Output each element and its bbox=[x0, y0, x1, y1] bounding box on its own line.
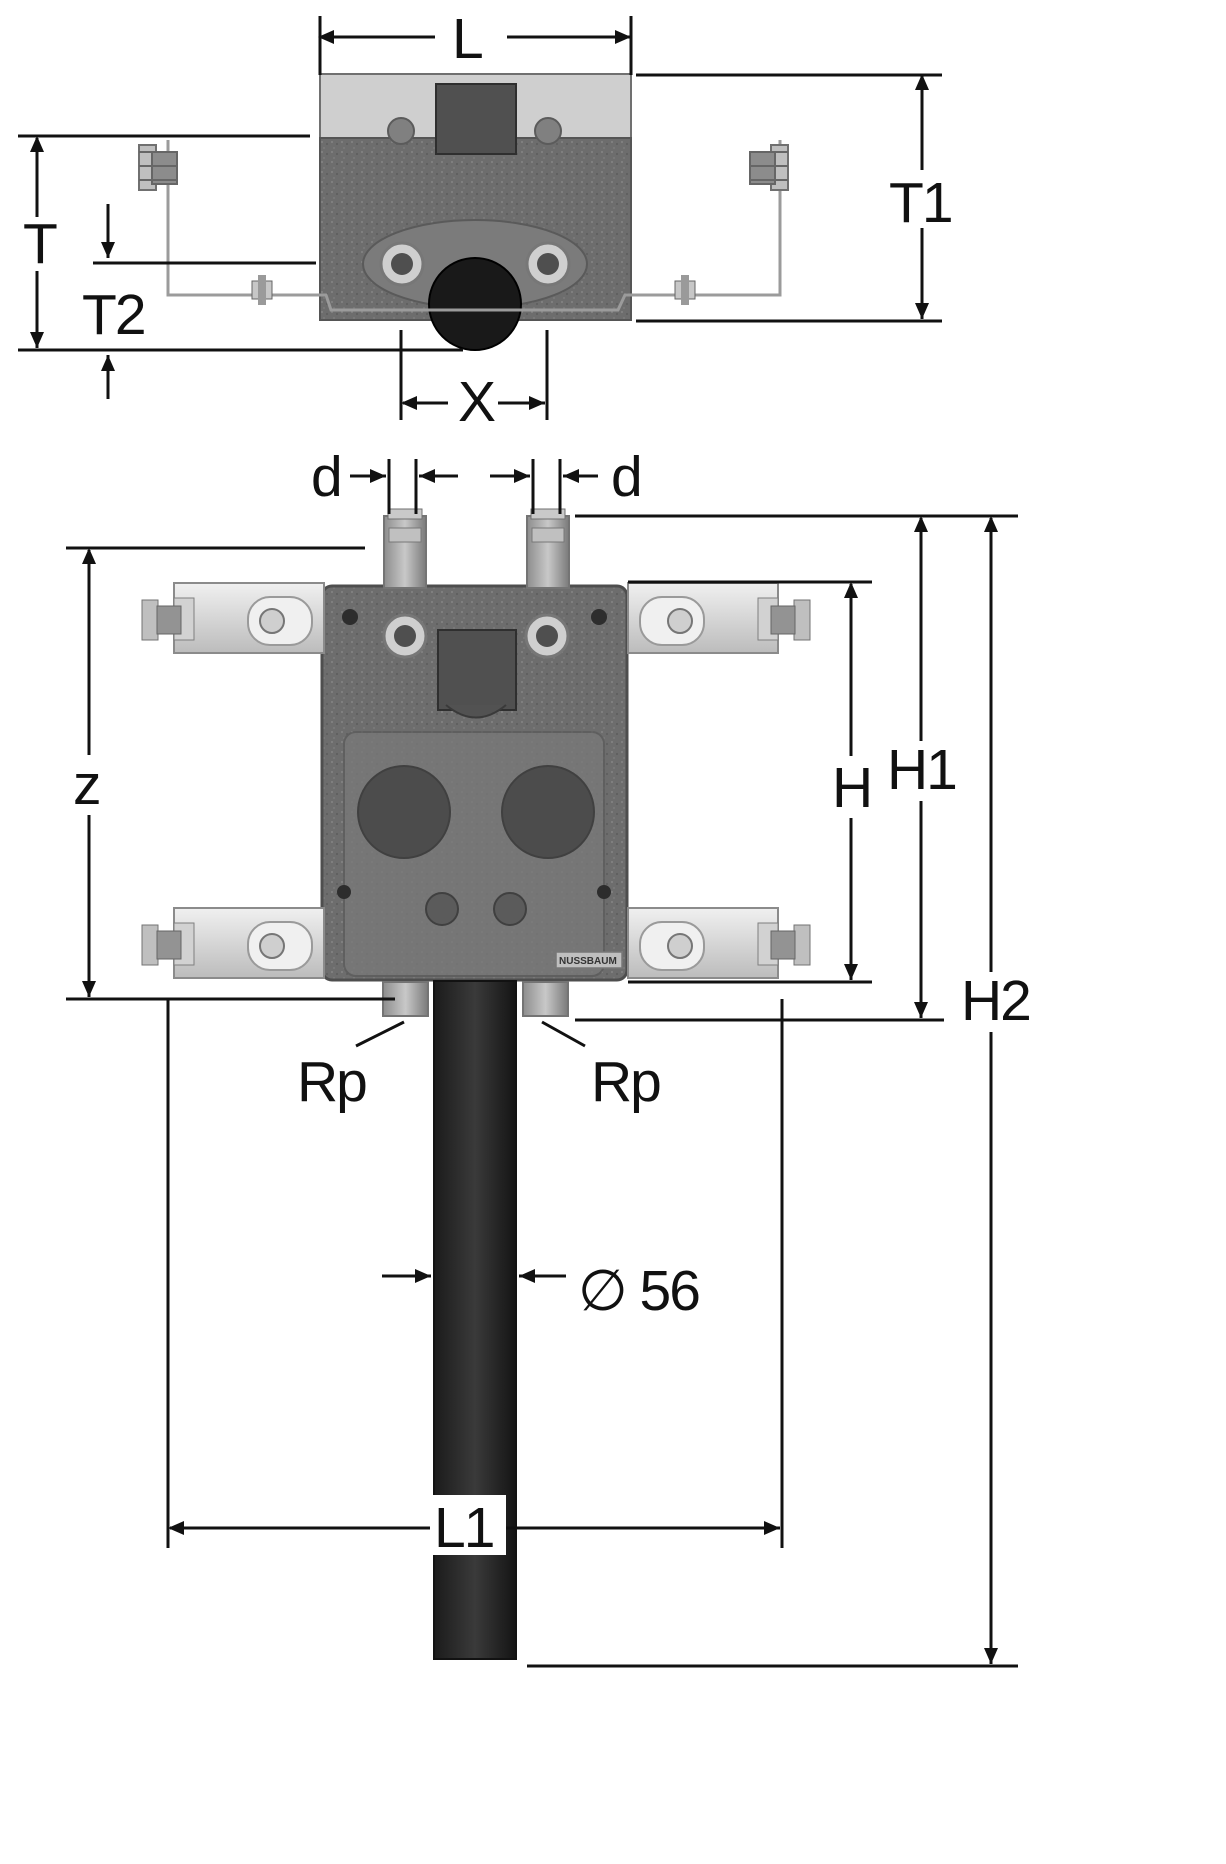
label-d-left: d bbox=[311, 445, 341, 509]
label-T2: T2 bbox=[82, 283, 145, 347]
label-L1: L1 bbox=[434, 1496, 493, 1560]
leader-rp-left bbox=[355, 1020, 405, 1048]
front-left-disc bbox=[357, 765, 451, 859]
label-X: X bbox=[458, 370, 495, 434]
left-outlet-top-inner bbox=[391, 253, 413, 275]
top-left-screw bbox=[138, 144, 178, 191]
label-T1: T1 bbox=[889, 171, 952, 235]
front-left-small-disc bbox=[425, 892, 459, 926]
front-top-right-hole bbox=[591, 609, 607, 625]
brand-label: NUSSBAUM bbox=[559, 956, 617, 967]
front-bottom-right-hole bbox=[597, 885, 611, 899]
top-drain-ball bbox=[428, 257, 522, 351]
front-bracket-bottom-left bbox=[173, 907, 325, 979]
front-center-pipe-end bbox=[445, 704, 507, 719]
label-mask-H2 bbox=[956, 972, 1030, 1032]
front-top-fittings bbox=[383, 508, 570, 589]
label-mask-H1 bbox=[883, 741, 959, 801]
label-diameter: ∅ 56 bbox=[578, 1259, 699, 1323]
leader-rp-right bbox=[541, 1020, 586, 1048]
front-bracket-bottom-right bbox=[627, 907, 779, 979]
label-T: T bbox=[23, 212, 57, 276]
right-outlet-top-inner bbox=[537, 253, 559, 275]
label-H2: H2 bbox=[961, 969, 1030, 1033]
front-right-disc bbox=[501, 765, 595, 859]
front-right-port-inner bbox=[536, 625, 558, 647]
label-d-right: d bbox=[611, 445, 641, 509]
front-view: NUSSBAUM bbox=[66, 445, 1032, 1668]
front-right-small-disc bbox=[493, 892, 527, 926]
top-right-screw bbox=[749, 144, 789, 191]
label-mask-z bbox=[70, 755, 110, 815]
front-bracket-top-right bbox=[627, 582, 779, 654]
label-mask-X bbox=[448, 372, 498, 422]
front-left-port-inner bbox=[394, 625, 416, 647]
label-mask-L1 bbox=[430, 1495, 506, 1555]
front-bottom-left-hole bbox=[337, 885, 351, 899]
top-center-pipe bbox=[435, 83, 517, 155]
top-left-clamp bbox=[251, 275, 273, 305]
front-bottom-fittings bbox=[382, 981, 569, 1017]
label-mask-T bbox=[20, 217, 58, 271]
top-right-clamp bbox=[674, 275, 696, 305]
label-H1: H1 bbox=[887, 738, 956, 802]
top-view: L T1 T T2 X bbox=[18, 7, 957, 434]
top-mounting-bracket bbox=[166, 140, 782, 312]
label-rp-left: Rp bbox=[297, 1050, 366, 1114]
label-mask-T1 bbox=[885, 170, 957, 228]
front-bracket-top-left bbox=[173, 582, 325, 654]
label-mask-H bbox=[825, 756, 879, 818]
front-screws bbox=[141, 599, 811, 966]
label-H: H bbox=[832, 756, 871, 820]
top-right-stud bbox=[534, 117, 562, 145]
label-mask-L bbox=[435, 8, 507, 64]
label-L: L bbox=[452, 7, 482, 71]
front-top-left-hole bbox=[342, 609, 358, 625]
label-z: z bbox=[73, 753, 100, 817]
top-left-stud bbox=[387, 117, 415, 145]
front-center-pipe bbox=[437, 629, 517, 711]
label-rp-right: Rp bbox=[591, 1050, 660, 1114]
brand-plate bbox=[555, 951, 623, 969]
